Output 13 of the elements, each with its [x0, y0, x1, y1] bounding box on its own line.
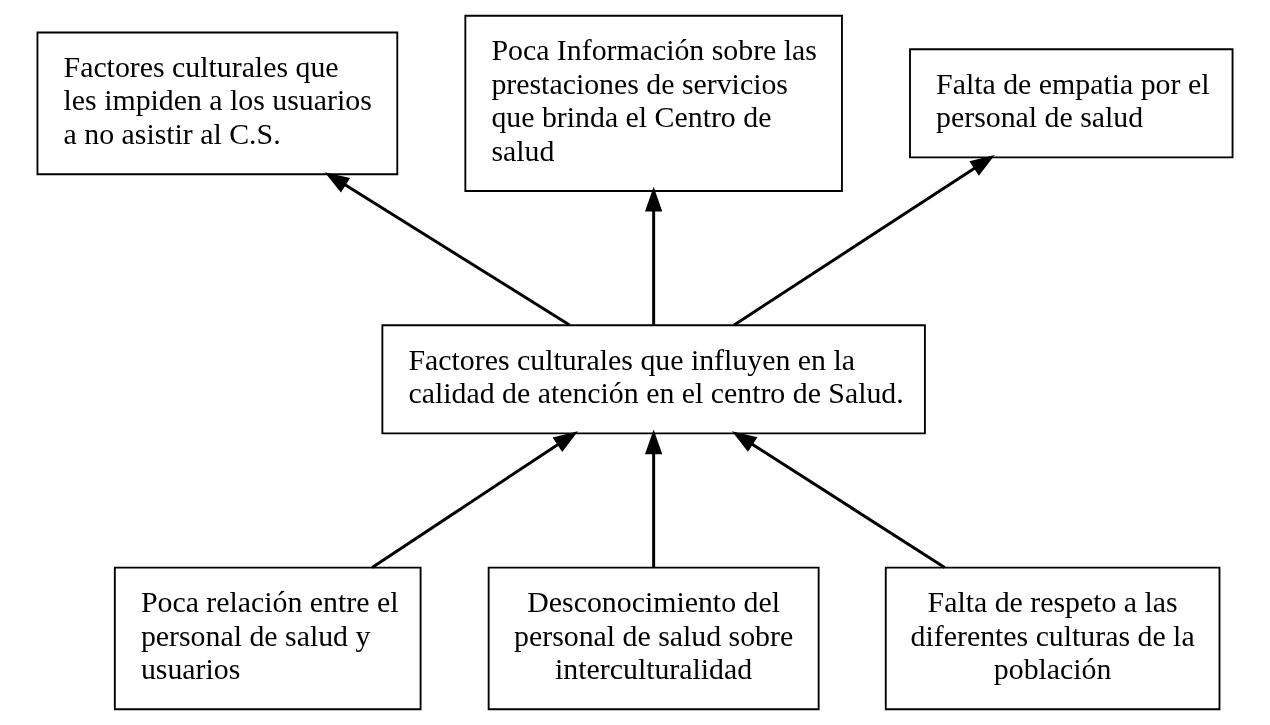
arrow [731, 431, 946, 569]
arrow [645, 429, 663, 568]
node-box: Poca relación entre el personal de salud y usuarios [113, 566, 422, 711]
node-box: Poca Información sobre las prestaciones de servicios que brinda el Centro de salud [464, 14, 843, 192]
node-box: Factores culturales que les impiden a los usuarios a no asistir al C.S. [36, 31, 399, 176]
arrow [324, 172, 571, 327]
arrow [645, 186, 663, 325]
node-box: Desconocimiento del personal de salud sobre interculturalidad [487, 566, 820, 711]
arrow [733, 155, 995, 327]
node-box: Falta de empatia por el personal de salud [909, 48, 1234, 159]
arrow [371, 431, 578, 569]
node-box: Factores culturales que influyen en la calidad de atención en el centro de Salud. [381, 324, 926, 435]
node-box: Falta de respeto a las diferentes culturas de la población [884, 566, 1221, 711]
